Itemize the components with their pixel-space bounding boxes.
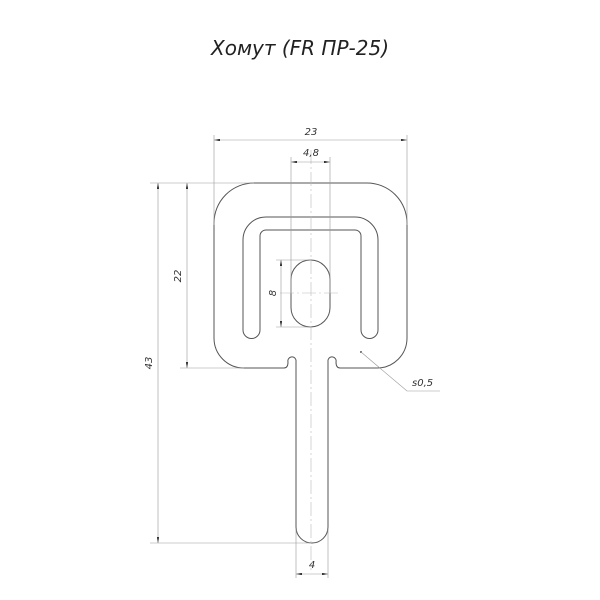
dim-stem-width: 4: [309, 560, 315, 571]
drawing-title: Хомут (FR ПР-25): [210, 36, 389, 60]
dim-head-height: 22: [173, 270, 184, 283]
u-groove: [242, 216, 379, 339]
clamp-outline: [213, 182, 408, 544]
dim-total-height: 43: [144, 357, 155, 370]
dim-thickness: s0,5: [412, 378, 433, 389]
dim-overall-width: 23: [305, 127, 318, 138]
thickness-leader: [360, 351, 440, 392]
dim-slot-height: 8: [268, 290, 279, 296]
dim-slot-width: 4,8: [303, 148, 319, 159]
oval-slot: [290, 259, 331, 328]
